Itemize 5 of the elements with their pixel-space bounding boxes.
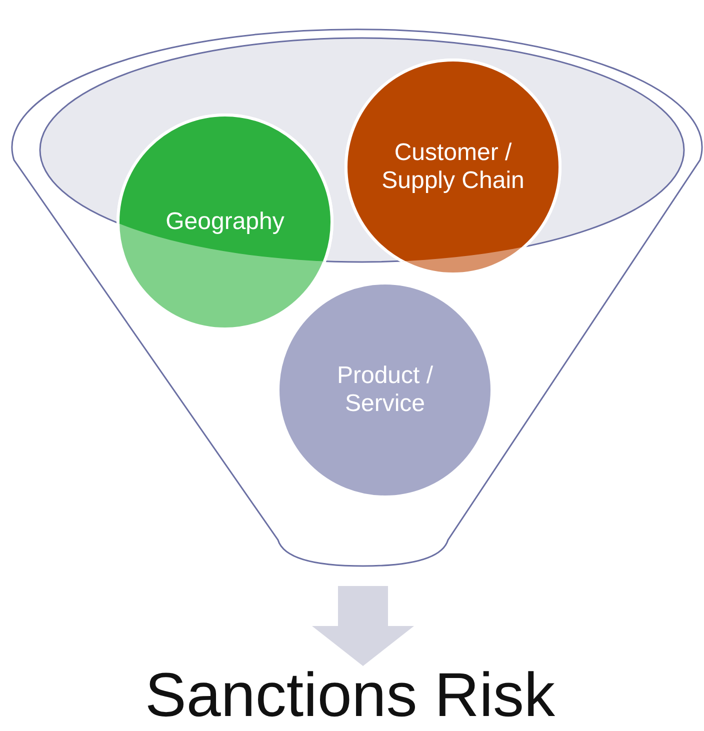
circle-label: Geography	[164, 208, 286, 236]
result-label: Sanctions Risk	[145, 660, 556, 731]
circle-label: Customer / Supply Chain	[380, 139, 526, 195]
arrow	[312, 586, 414, 666]
circle-label: Product / Service	[336, 362, 434, 418]
